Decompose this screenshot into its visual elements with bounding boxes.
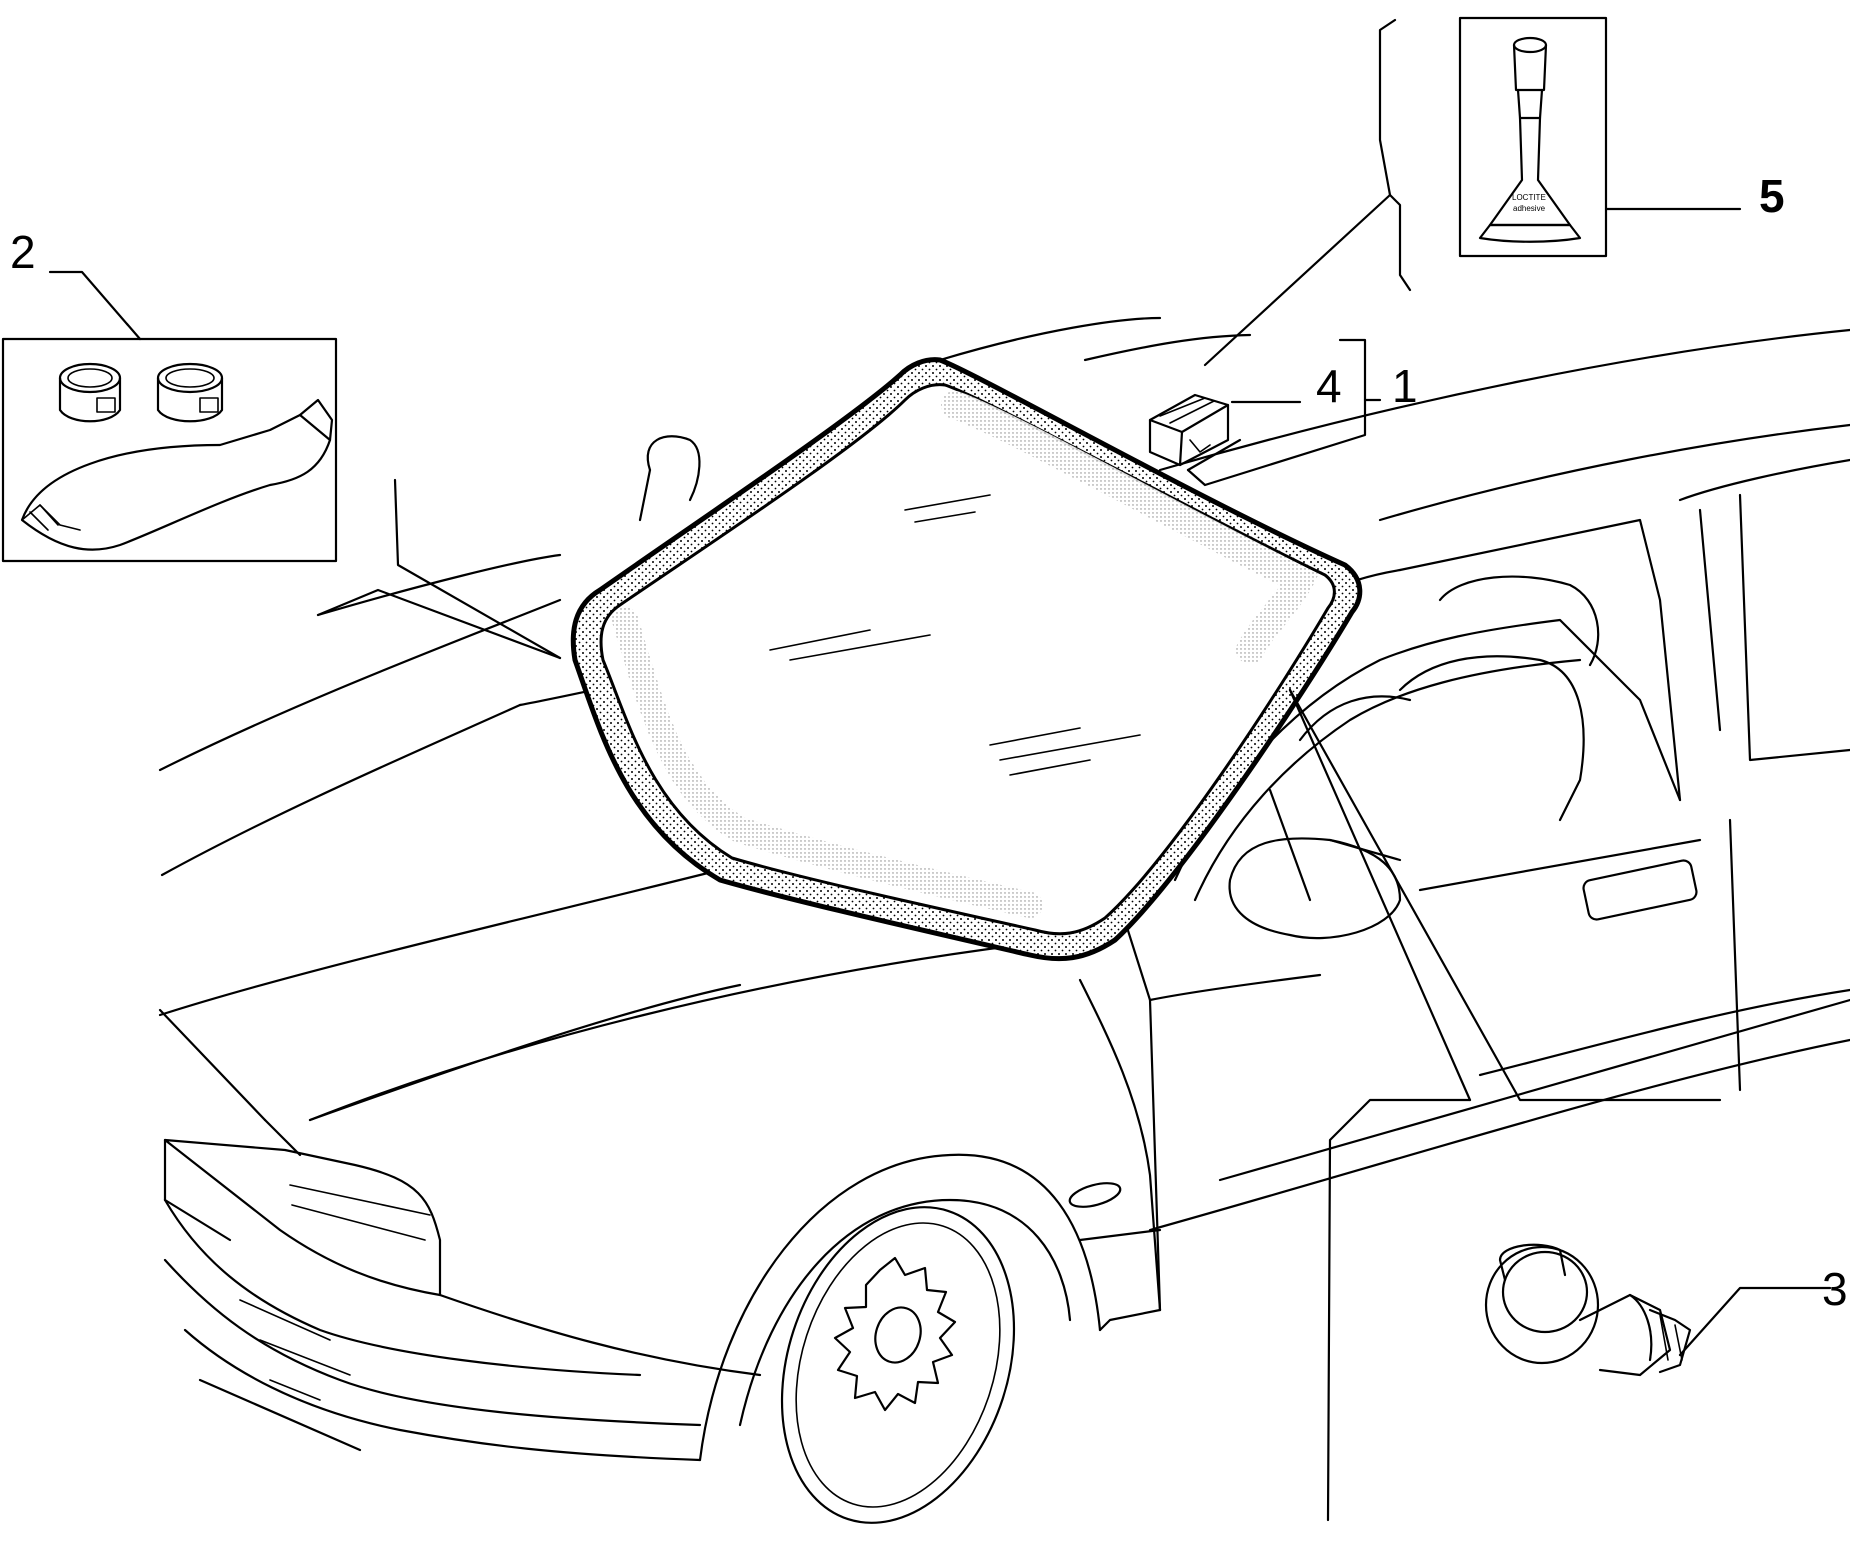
adhesive-kit-box — [1, 337, 338, 563]
loctite-applicator-box: LOCTITE adhesive — [1458, 16, 1608, 258]
callout-5: 5 — [1759, 170, 1785, 222]
windscreen-glass — [570, 357, 1363, 962]
callout-labels: 2 5 4 1 3 — [10, 170, 1848, 1315]
leader-lines — [48, 18, 1832, 1522]
callout-4: 4 — [1316, 360, 1342, 412]
callout-3: 3 — [1822, 1263, 1848, 1315]
callout-1: 1 — [1392, 360, 1418, 412]
fastener-item-3 — [1484, 1243, 1692, 1377]
callout-2: 2 — [10, 226, 36, 278]
clip-block-item-4 — [1148, 393, 1230, 467]
product-type-label: adhesive — [1513, 204, 1546, 213]
product-brand-label: LOCTITE — [1512, 193, 1546, 202]
